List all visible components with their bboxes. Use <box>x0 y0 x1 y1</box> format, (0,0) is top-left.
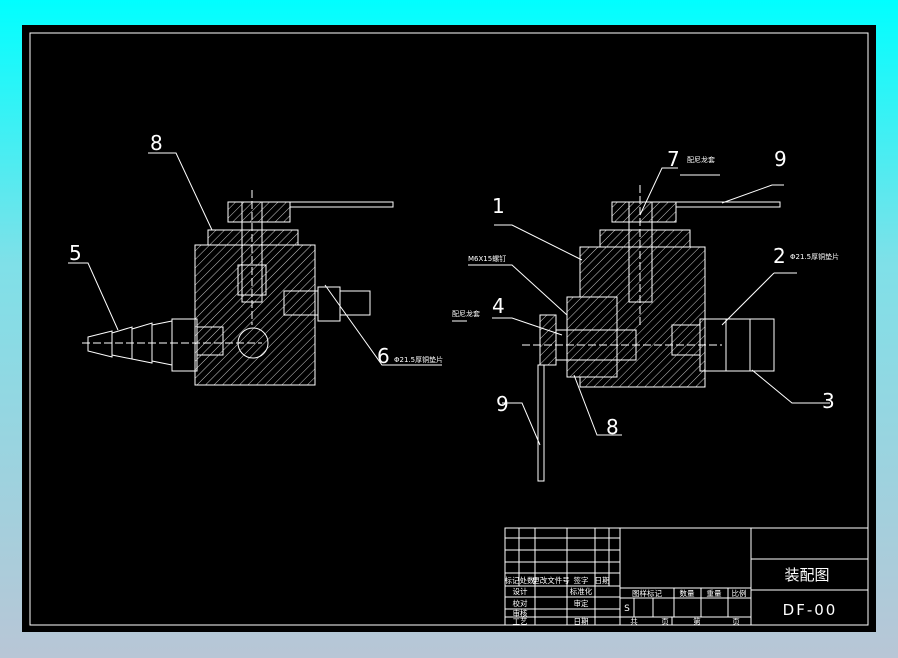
hdr-count: 处数 <box>520 575 535 585</box>
callout-4: 4 <box>492 294 505 318</box>
note-7: 配尼龙套 <box>687 155 715 164</box>
callout-8-right: 8 <box>606 415 619 439</box>
hdr-quantity: 数量 <box>680 588 695 598</box>
row-approve: 审定 <box>574 598 589 608</box>
hdr-scale: 比例 <box>732 588 747 598</box>
title-block: 标记 处数 更改文件号 签字 日期 设计 标准化 校对 审定 审核 工艺 日期 … <box>504 527 869 626</box>
callout-8-left: 8 <box>150 131 163 155</box>
inner-border <box>29 32 869 626</box>
row-review: 审核 <box>513 608 528 618</box>
hdr-mark: 标记 <box>505 575 520 585</box>
note-2: Φ21.5厚铜垫片 <box>790 252 839 261</box>
note-screw: M6X15螺钉 <box>468 254 506 263</box>
drawing-sheet: 8 5 6 Φ21.5厚铜垫片 7 配尼龙套 9 1 M6X15螺钉 2 Φ21… <box>22 25 876 632</box>
callout-7: 7 <box>667 147 680 171</box>
row-process: 工艺 <box>513 617 528 626</box>
left-view: 8 5 6 Φ21.5厚铜垫片 <box>68 131 443 386</box>
hdr-weight: 重量 <box>707 589 722 598</box>
sheet-total-unit: 页 <box>661 617 669 626</box>
mark-s: S <box>624 604 630 614</box>
row-date: 日期 <box>574 617 589 626</box>
hdr-date: 日期 <box>595 576 610 585</box>
note-6: Φ21.5厚铜垫片 <box>394 355 443 364</box>
row-design: 设计 <box>513 586 528 596</box>
callout-1: 1 <box>492 194 505 218</box>
right-view: 7 配尼龙套 9 1 M6X15螺钉 2 Φ21.5厚铜垫片 4 配尼龙套 3 … <box>452 147 839 482</box>
callout-9-bottom: 9 <box>496 392 509 416</box>
hdr-change-doc: 更改文件号 <box>532 575 570 585</box>
sheet-no-unit: 页 <box>732 617 740 626</box>
row-check: 校对 <box>513 598 528 608</box>
sheet-total-label: 共 <box>630 617 638 626</box>
row-standard: 标准化 <box>570 586 593 596</box>
callout-6: 6 <box>377 344 390 368</box>
cad-drawing: 8 5 6 Φ21.5厚铜垫片 7 配尼龙套 9 1 M6X15螺钉 2 Φ21… <box>29 32 869 626</box>
callout-5: 5 <box>69 241 82 265</box>
hdr-drawing-mark: 图样标记 <box>632 588 662 598</box>
callout-9-top: 9 <box>774 147 787 171</box>
sheet-no-label: 第 <box>693 616 701 626</box>
note-4: 配尼龙套 <box>452 309 480 318</box>
callout-3: 3 <box>822 389 835 413</box>
drawing-number: DF-00 <box>783 601 838 619</box>
drawing-title: 装配图 <box>784 566 829 584</box>
hdr-sign: 签字 <box>574 575 589 585</box>
callout-2: 2 <box>773 244 786 268</box>
